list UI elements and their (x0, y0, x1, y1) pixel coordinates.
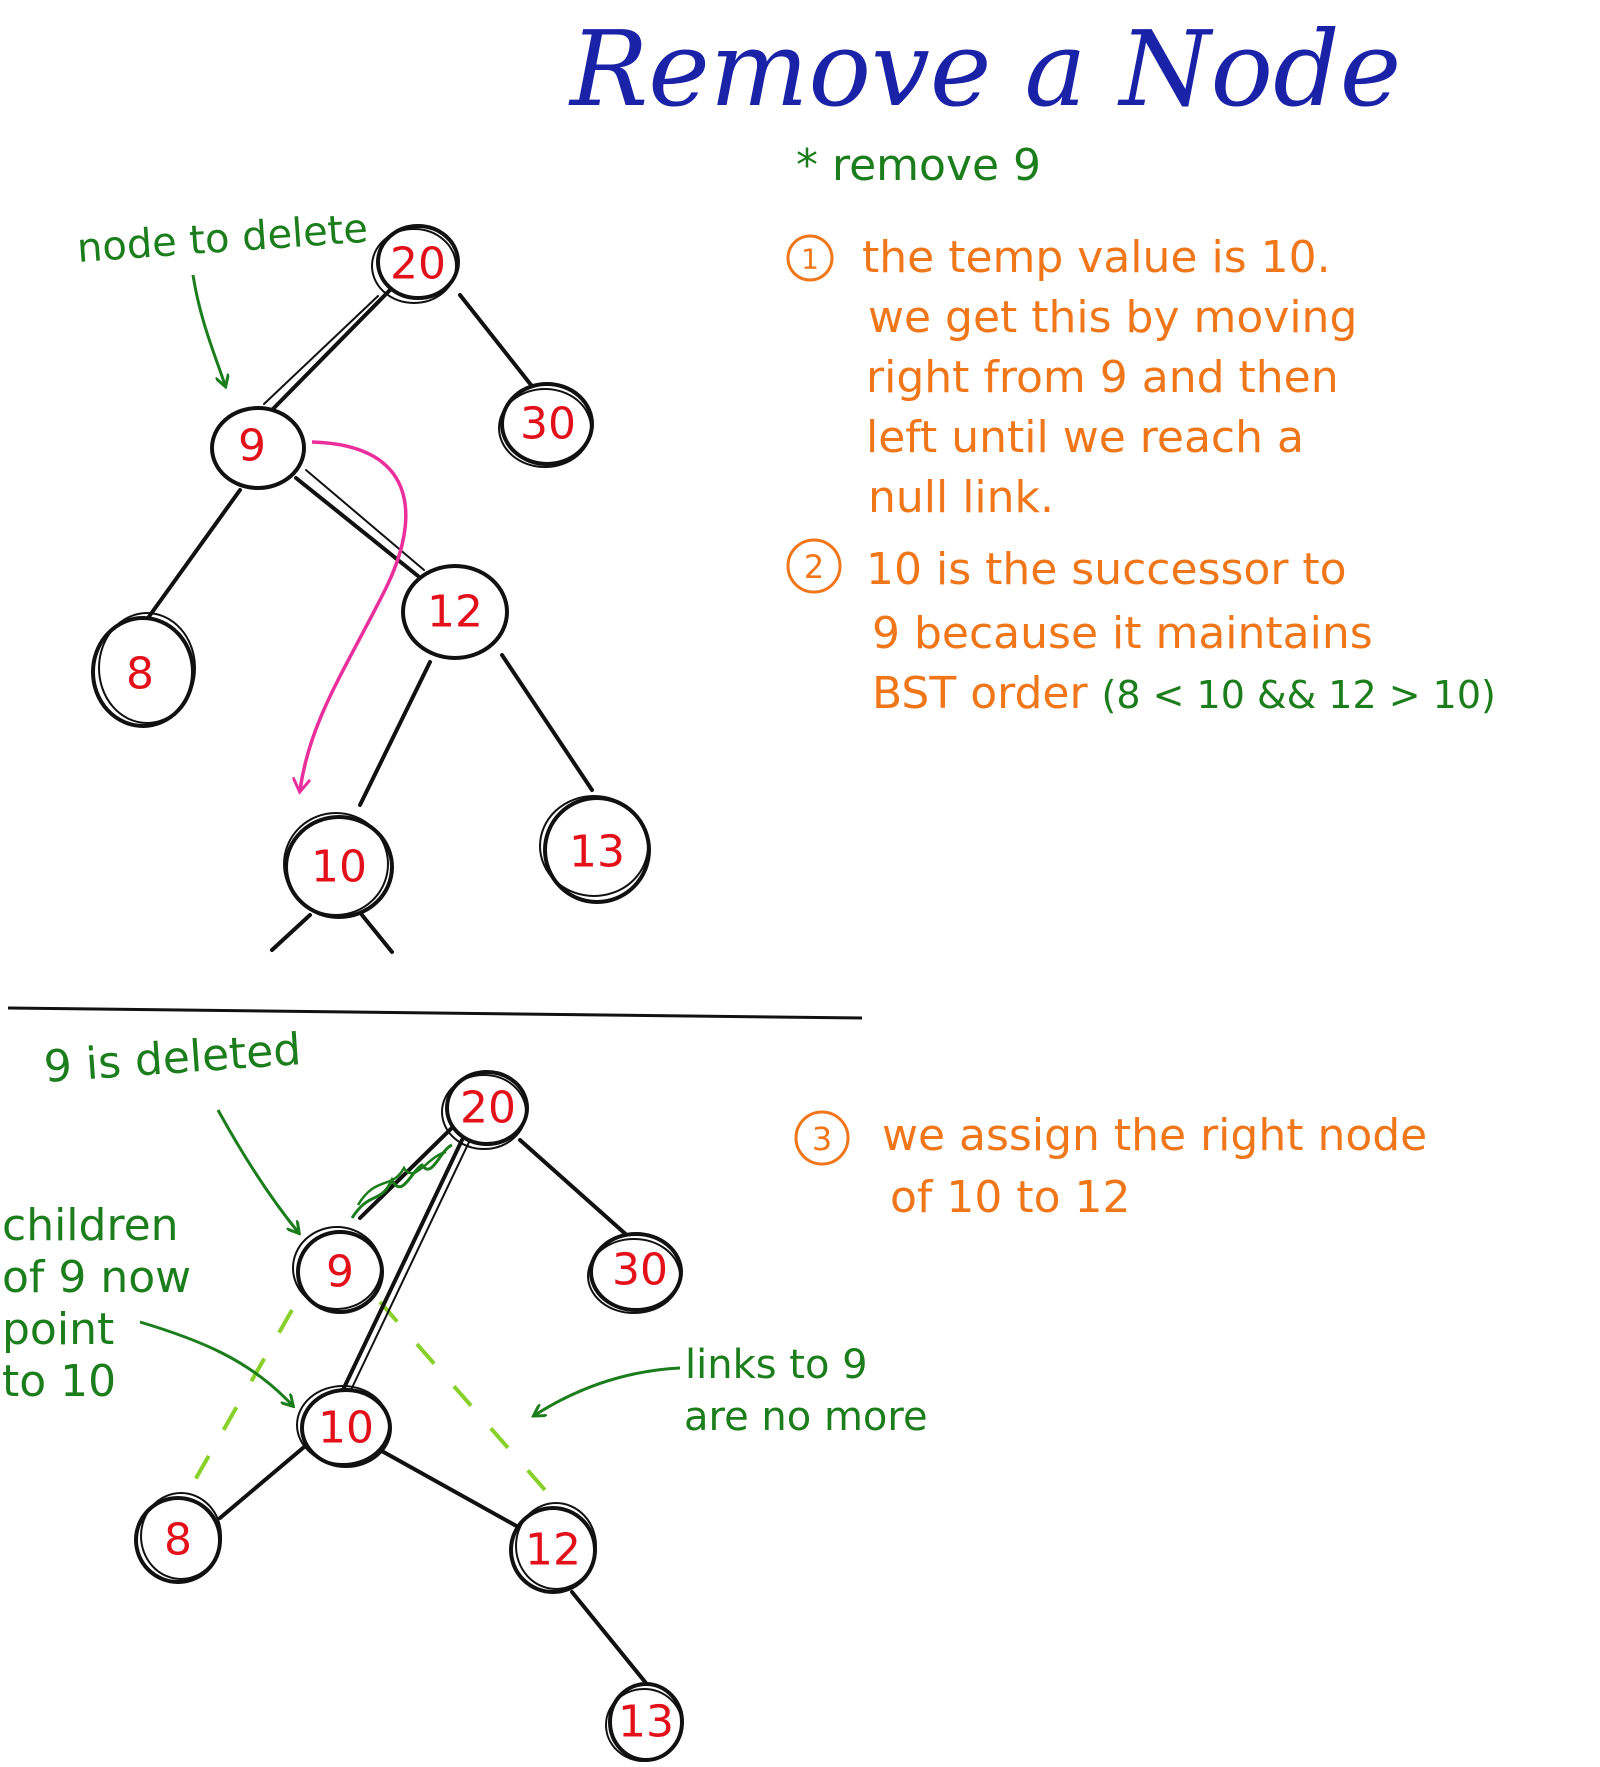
node-13: 13 (539, 795, 651, 904)
deleted-arrow (216, 1109, 298, 1232)
step-1-line-2: we get this by moving (868, 292, 1357, 343)
step-1-line-4: left until we reach a (866, 412, 1304, 463)
edge-10-null-right (360, 913, 394, 954)
edge-10-null-left (270, 913, 312, 952)
step-1-marker: 1 (801, 243, 819, 276)
node-10: 10 (283, 812, 394, 919)
step-2-marker: 2 (804, 548, 824, 586)
step-3: 3 we assign the right node of 10 to 12 (794, 1110, 1427, 1223)
node-to-delete-label: node to delete (75, 206, 369, 272)
top-tree: 20 9 30 12 8 10 13 (75, 206, 651, 954)
node-9: 9 (210, 406, 306, 490)
children-label-line-3: point (2, 1304, 114, 1355)
node-8-label: 8 (164, 1515, 192, 1566)
edge-9-8 (146, 488, 242, 620)
node-12: 12 (401, 564, 509, 660)
step-2-line-3-paren: (8 < 10 && 12 > 10) (1102, 673, 1496, 717)
node-30-label: 30 (520, 399, 576, 450)
edge-20-30 (458, 293, 537, 392)
edge-20-9-double (263, 295, 379, 405)
edge-20-10-double (349, 1139, 471, 1393)
node-13-label: 13 (618, 1697, 674, 1748)
node-to-delete-arrow (191, 274, 225, 385)
children-label-line-4: to 10 (2, 1356, 116, 1407)
edge-9-12-double (305, 469, 425, 571)
deleted-link-scribble (350, 1143, 453, 1219)
edge-20-10 (340, 1138, 464, 1394)
step-2-line-1: 10 is the successor to (866, 544, 1347, 595)
node-13: 13 (605, 1682, 684, 1762)
node-13-label: 13 (569, 827, 625, 878)
step-3-line-1: we assign the right node (882, 1110, 1427, 1161)
children-label: children of 9 now point to 10 (2, 1200, 191, 1407)
node-10: 10 (296, 1385, 392, 1468)
node-9-label: 9 (238, 421, 266, 472)
deleted-link-scribble-2 (356, 1150, 447, 1206)
node-30: 30 (587, 1232, 683, 1314)
step-1-line-3: right from 9 and then (866, 352, 1339, 403)
edge-12-10 (358, 660, 432, 807)
node-30-label: 30 (612, 1245, 668, 1296)
node-20-label: 20 (390, 239, 446, 290)
links-arrow (535, 1366, 681, 1415)
step-2-line-3: BST order (8 < 10 && 12 > 10) (872, 668, 1496, 719)
node-8: 8 (134, 1492, 222, 1584)
step-2-marker-circle (786, 538, 842, 594)
step-2-line-2: 9 because it maintains (872, 608, 1373, 659)
children-arrow (139, 1320, 292, 1405)
top-notes: * remove 9 1 the temp value is 10. we ge… (786, 140, 1496, 719)
remove-note: * remove 9 (796, 140, 1041, 191)
node-9-label: 9 (326, 1247, 354, 1298)
step-3-marker: 3 (812, 1120, 832, 1158)
node-20: 20 (371, 224, 460, 304)
removed-link-9-8 (193, 1309, 294, 1481)
section-divider (7, 1006, 863, 1020)
node-8: 8 (91, 612, 196, 728)
edge-20-30 (518, 1138, 632, 1240)
node-8-label: 8 (126, 649, 154, 700)
edge-12-13 (570, 1590, 652, 1690)
children-label-line-1: children (2, 1200, 179, 1251)
step-3-marker-circle (794, 1110, 850, 1166)
deleted-label: 9 is deleted (42, 1024, 303, 1093)
links-label-line-2: are no more (684, 1394, 928, 1440)
edge-12-13 (500, 653, 594, 792)
step-2-line-3-prefix: BST order (872, 668, 1102, 719)
edge-9-12 (294, 476, 420, 578)
node-12: 12 (509, 1502, 597, 1594)
step-1-line-1: the temp value is 10. (862, 232, 1331, 283)
links-label-line-1: links to 9 (685, 1342, 868, 1388)
node-20-label: 20 (460, 1083, 516, 1134)
deleted-link-20-9 (358, 1116, 464, 1220)
step-1-line-5: null link. (868, 472, 1054, 523)
step-1: 1 the temp value is 10. we get this by m… (786, 232, 1357, 523)
edge-20-9 (268, 288, 392, 414)
node-30: 30 (498, 382, 594, 468)
children-label-line-2: of 9 now (2, 1252, 191, 1303)
node-10-label: 10 (318, 1403, 374, 1454)
step-1-marker-circle (786, 234, 834, 282)
page-title: Remove a Node (568, 8, 1401, 130)
node-12-label: 12 (427, 587, 483, 638)
edge-10-8 (218, 1440, 312, 1520)
node-10-label: 10 (311, 842, 367, 893)
successor-path-arrow (300, 440, 408, 790)
node-20: 20 (441, 1070, 529, 1150)
node-9: 9 (292, 1226, 384, 1314)
edge-10-12 (378, 1448, 522, 1530)
removed-link-9-12 (378, 1300, 547, 1492)
bottom-tree: 20 9 30 10 8 12 13 (2, 1024, 928, 1762)
node-12-label: 12 (525, 1525, 581, 1576)
step-2: 2 10 is the successor to 9 because it ma… (786, 538, 1496, 719)
step-3-line-2: of 10 to 12 (890, 1172, 1131, 1223)
